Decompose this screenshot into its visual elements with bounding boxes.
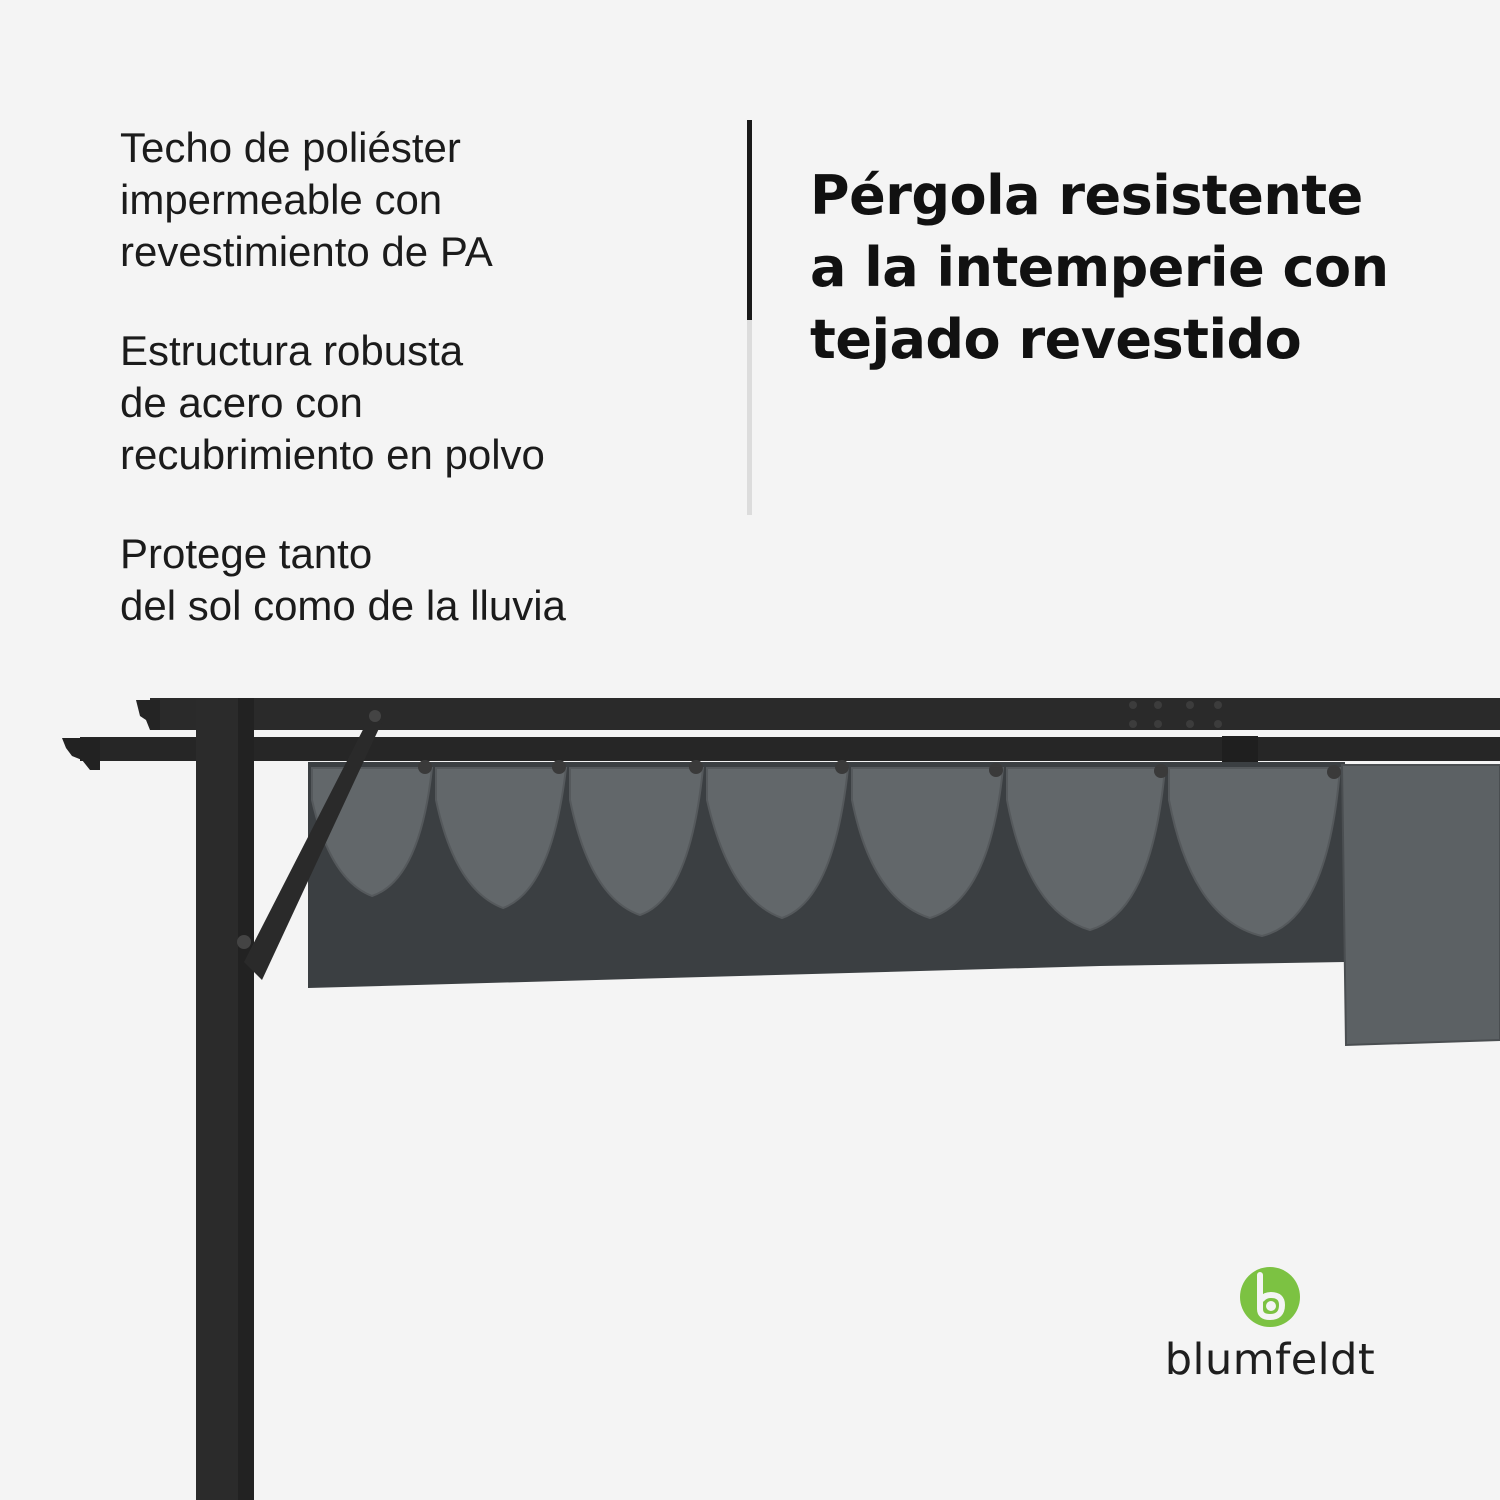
beam-bolt-plate [1129, 701, 1222, 728]
brace-bolt-bottom [237, 935, 251, 949]
blumfeldt-b-leaf-icon [1240, 1267, 1300, 1327]
beam-connector [1222, 736, 1258, 764]
feature-item-protection: Protege tanto del sol como de la lluvia [120, 530, 566, 629]
canopy-side-panel [1340, 764, 1500, 1047]
pergola-illustration [62, 698, 1500, 1500]
feature-list: Techo de poliéster impermeable con reves… [120, 122, 710, 679]
divider-line [747, 320, 752, 515]
canopy-folds [311, 767, 1342, 938]
rear-beam-end-cap [136, 700, 160, 730]
rear-beam [150, 698, 1500, 730]
front-beam-end-cap [62, 738, 100, 770]
feature-item-structure: Estructura robusta de acero con recubrim… [120, 327, 545, 478]
brand-block: blumfeldt [1150, 1265, 1390, 1395]
canopy-hooks [418, 760, 1341, 779]
feature-item-roof: Techo de poliéster impermeable con reves… [120, 124, 493, 275]
divider-accent [747, 120, 752, 320]
front-beam [80, 737, 1500, 761]
headline: Pérgola resistente a la intemperie con t… [810, 164, 1389, 372]
brand-name: blumfeldt [1164, 1335, 1376, 1385]
diagonal-brace [244, 712, 382, 980]
post-shadow [238, 698, 254, 1500]
brace-bolt-top [369, 710, 381, 722]
